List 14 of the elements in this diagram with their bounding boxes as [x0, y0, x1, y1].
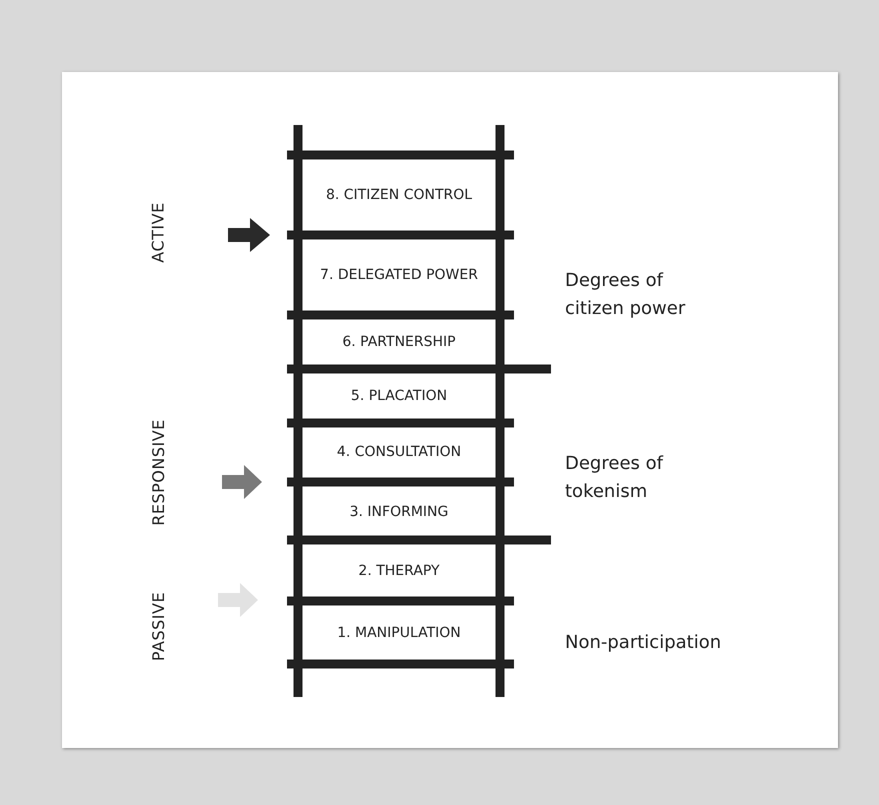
rung-label: 4. CONSULTATION [336, 443, 462, 462]
rung-label: 3. INFORMING [348, 503, 450, 522]
category-label: Degrees of tokenism [565, 452, 664, 504]
category-label: Degrees of citizen power [565, 269, 686, 321]
rung-label: 6. PARTNERSHIP [341, 333, 457, 352]
rung-label: 2. THERAPY [357, 562, 441, 581]
category-label: Non-participation [565, 631, 722, 655]
level-label: PASSIVE [148, 591, 168, 661]
rung-label: 8. CITIZEN CONTROL [324, 186, 474, 205]
rung-label: 7. DELEGATED POWER [319, 266, 479, 285]
rung-label: 5. PLACATION [350, 387, 448, 406]
level-label: RESPONSIVE [148, 418, 168, 526]
level-label: ACTIVE [148, 202, 168, 262]
rung-label: 1. MANIPULATION [336, 624, 462, 643]
